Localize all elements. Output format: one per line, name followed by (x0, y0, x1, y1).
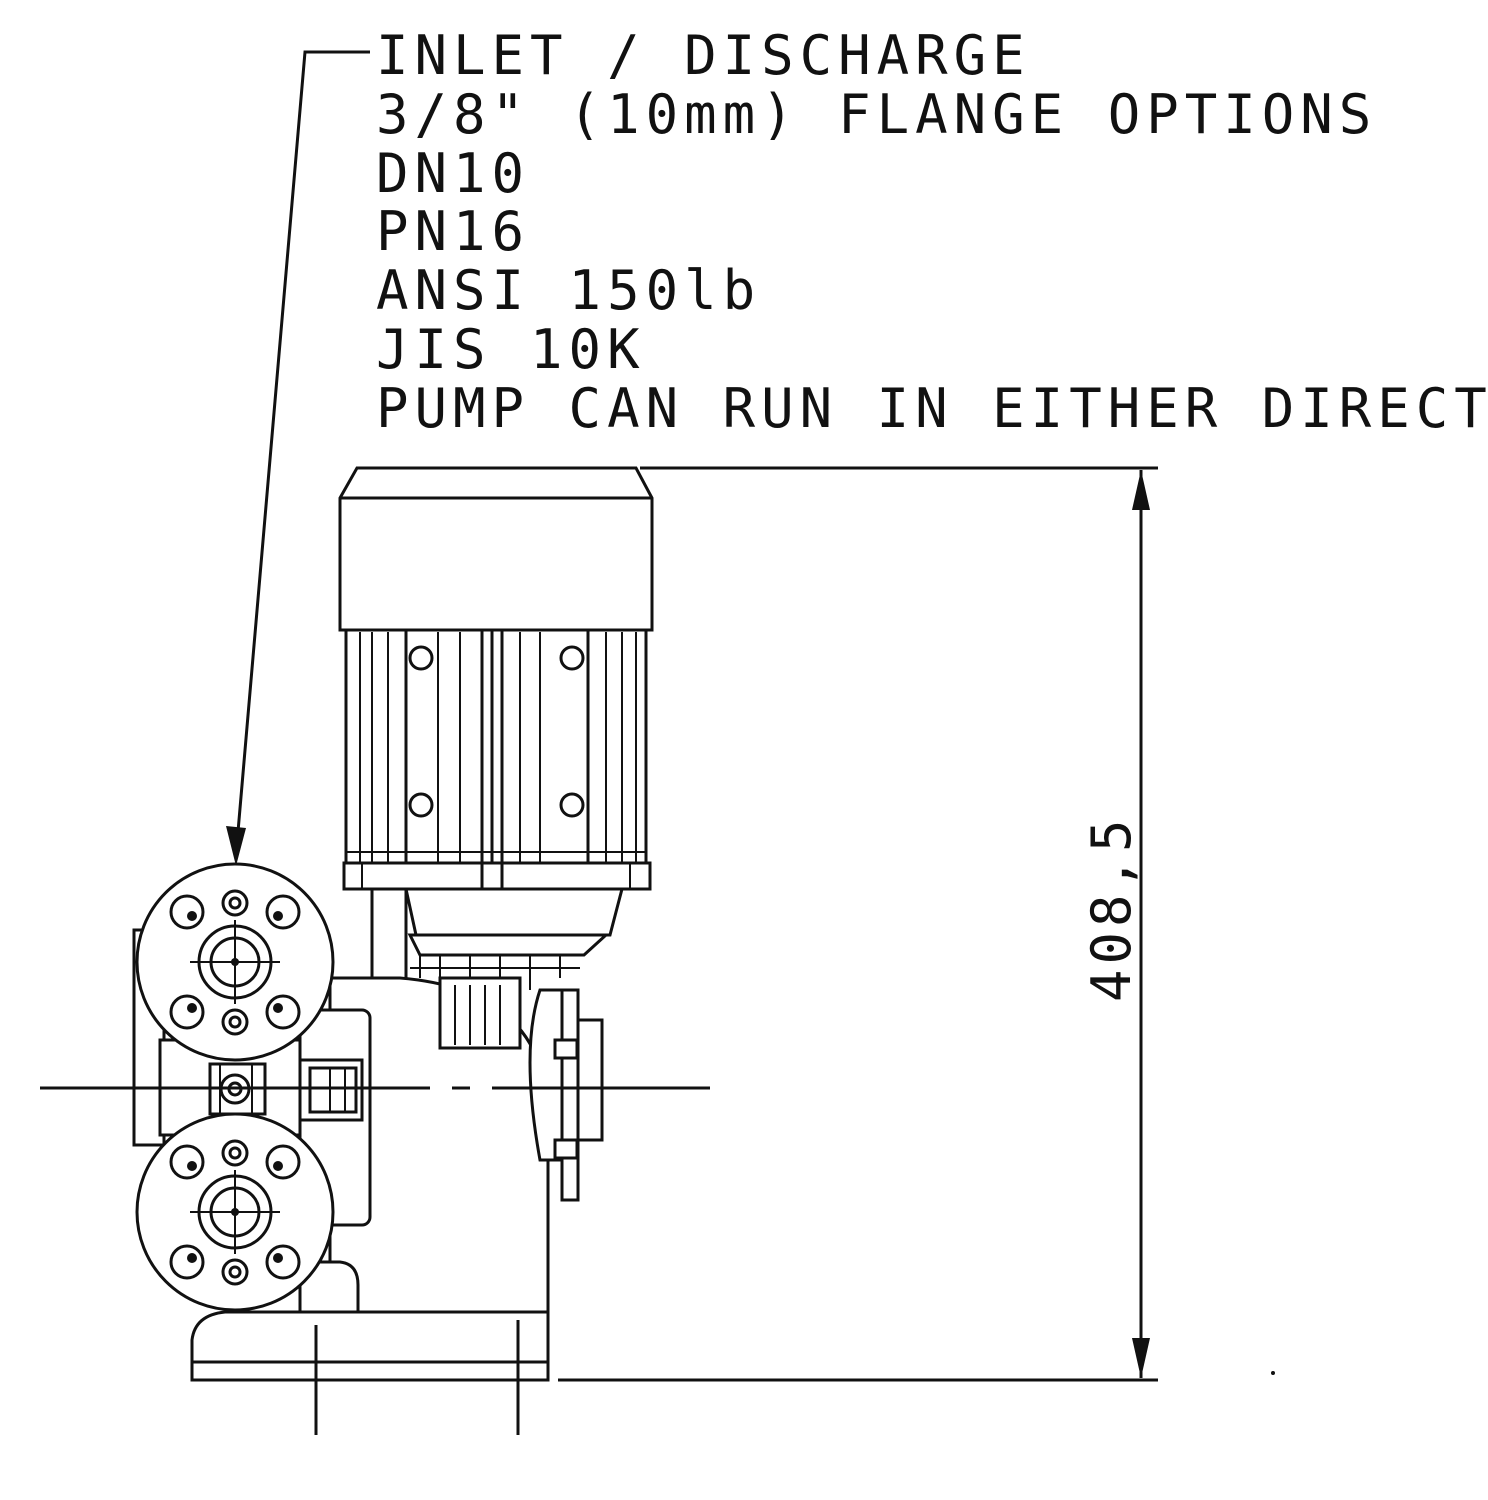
callout-leader (226, 50, 370, 866)
motor-flange (342, 861, 652, 891)
base-plate (190, 1310, 550, 1382)
dimension-arrow-top (1132, 470, 1150, 510)
center-lines (40, 1086, 710, 1435)
callout-line-6: JIS 10K (376, 318, 646, 381)
height-dimension-label: 408,5 (1080, 814, 1143, 1002)
callout-line-5: ANSI 150lb (376, 259, 761, 322)
callout-line-1: INLET / DISCHARGE (376, 24, 1031, 87)
callout-line-3: DN10 (376, 142, 530, 205)
height-dimension: 408,5 (558, 466, 1158, 1382)
dimension-arrow-bottom (1132, 1338, 1150, 1378)
callout-note: INLET / DISCHARGE 3/8" (10mm) FLANGE OPT… (376, 24, 1488, 440)
callout-line-4: PN16 (376, 200, 530, 263)
callout-line-2: 3/8" (10mm) FLANGE OPTIONS (376, 83, 1377, 146)
discharge-flange-upper (135, 862, 335, 1062)
inlet-flange-lower (135, 1112, 335, 1312)
leader-arrowhead (226, 826, 246, 866)
motor-fan-cover (338, 466, 654, 632)
gearbox-adapter (370, 887, 624, 990)
motor-body (344, 628, 648, 865)
motor (338, 466, 654, 891)
callout-line-7: PUMP CAN RUN IN EITHER DIRECTION (376, 377, 1488, 440)
